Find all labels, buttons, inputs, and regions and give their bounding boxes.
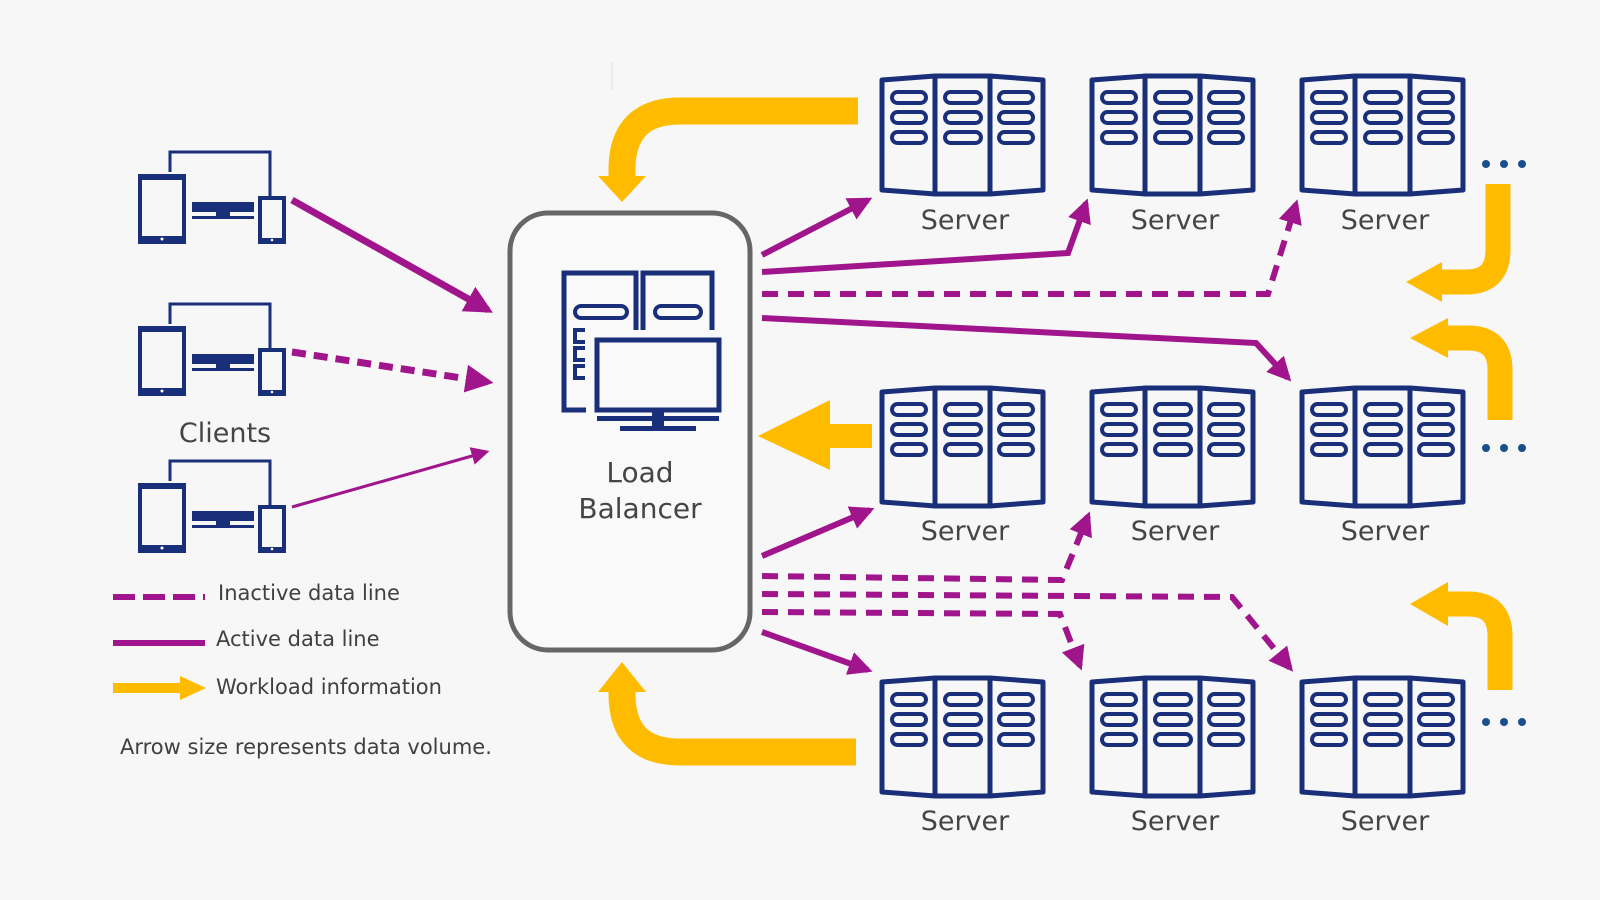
more-servers-icon-2 xyxy=(1482,444,1526,452)
workload-arrow-right-1 xyxy=(1406,184,1511,302)
load-balancer-icon xyxy=(561,270,722,431)
server-icon-r2c1 xyxy=(882,388,1043,506)
lb-to-server-r1c3-inactive xyxy=(762,199,1302,297)
workload-arrow-right-2 xyxy=(1410,318,1513,420)
server-label-r2c1: Server xyxy=(920,516,1010,547)
lb-to-server-r3c1-active xyxy=(760,629,873,675)
legend-note: Arrow size represents data volume. xyxy=(120,735,492,759)
server-icon-r3c1 xyxy=(882,678,1043,796)
server-label-r2c3: Server xyxy=(1340,516,1430,547)
more-servers-icon-1 xyxy=(1482,160,1526,168)
load-balancer-label-line2: Balancer xyxy=(578,492,702,525)
server-label-r1c2: Server xyxy=(1130,205,1220,236)
workload-arrow-right-3 xyxy=(1410,582,1513,690)
lb-to-server-r3c3-inactive xyxy=(761,591,1294,672)
server-label-r1c1: Server xyxy=(920,205,1010,236)
lb-to-server-r2c2-inactive xyxy=(761,511,1092,584)
server-icon-r2c3 xyxy=(1302,388,1463,506)
legend-workload-label: Workload information xyxy=(216,675,442,699)
server-icon-r1c2 xyxy=(1092,76,1253,194)
clients-label: Clients xyxy=(178,418,272,449)
load-balancer-label: Load Balancer xyxy=(520,455,760,527)
more-servers-icon-3 xyxy=(1482,718,1526,726)
client-devices-icon-1 xyxy=(138,150,286,244)
server-icon-r1c1 xyxy=(882,76,1043,194)
client-3-active-arrow xyxy=(291,447,490,509)
legend-workload-swatch xyxy=(113,676,206,700)
client-1-active-arrow xyxy=(290,196,493,314)
workload-arrow-bottom xyxy=(598,662,856,766)
lb-to-server-r2c3-active xyxy=(761,315,1292,382)
server-icon-r3c3 xyxy=(1302,678,1463,796)
lb-to-server-r1c1-active xyxy=(760,197,873,258)
workload-arrow-middle xyxy=(758,400,872,470)
load-balancer-label-line1: Load xyxy=(606,456,674,489)
load-balancer-box xyxy=(507,210,753,653)
legend-inactive-label: Inactive data line xyxy=(218,581,400,605)
server-label-r3c1: Server xyxy=(920,806,1010,837)
server-icon-r3c2 xyxy=(1092,678,1253,796)
client-devices-icon-3 xyxy=(138,459,286,553)
server-label-r3c3: Server xyxy=(1340,806,1430,837)
server-label-r2c2: Server xyxy=(1130,516,1220,547)
server-label-r3c2: Server xyxy=(1130,806,1220,837)
workload-arrow-top xyxy=(598,97,858,202)
legend-active-label: Active data line xyxy=(216,627,380,651)
client-2-inactive-arrow xyxy=(291,348,494,393)
client-devices-icon-2 xyxy=(138,302,286,396)
lb-to-server-r1c2-active xyxy=(761,198,1091,275)
server-label-r1c3: Server xyxy=(1340,205,1430,236)
server-icon-r2c2 xyxy=(1092,388,1253,506)
lb-to-server-r2c1-active xyxy=(760,506,875,559)
server-icon-r1c3 xyxy=(1302,76,1463,194)
lb-to-server-r3c2-inactive xyxy=(761,609,1085,671)
